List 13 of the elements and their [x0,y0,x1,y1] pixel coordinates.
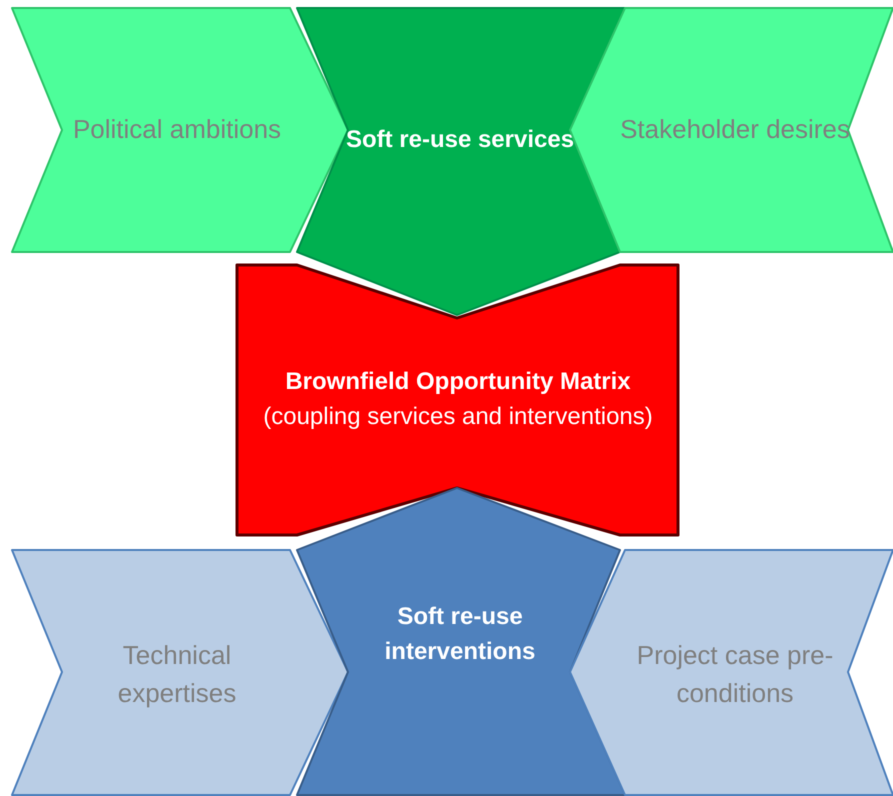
box-label: Brownfield Opportunity Matrix [285,367,631,398]
bowtie-shape [237,265,678,535]
box-subtitle: (coupling services and interventions) [263,402,653,432]
chevron-shape [12,8,348,252]
pentagon-shape [297,488,625,795]
box-label: Soft re-use services [346,124,574,155]
box-label: Soft re-use interventions [384,602,536,667]
box-label: Project case pre-conditions [636,639,834,710]
chevron-shape [12,550,348,795]
box-label: Technical expertises [116,639,238,710]
box-label: Stakeholder desires [620,113,850,146]
chevron-shape [570,550,893,795]
box-label: Political ambitions [72,113,282,146]
